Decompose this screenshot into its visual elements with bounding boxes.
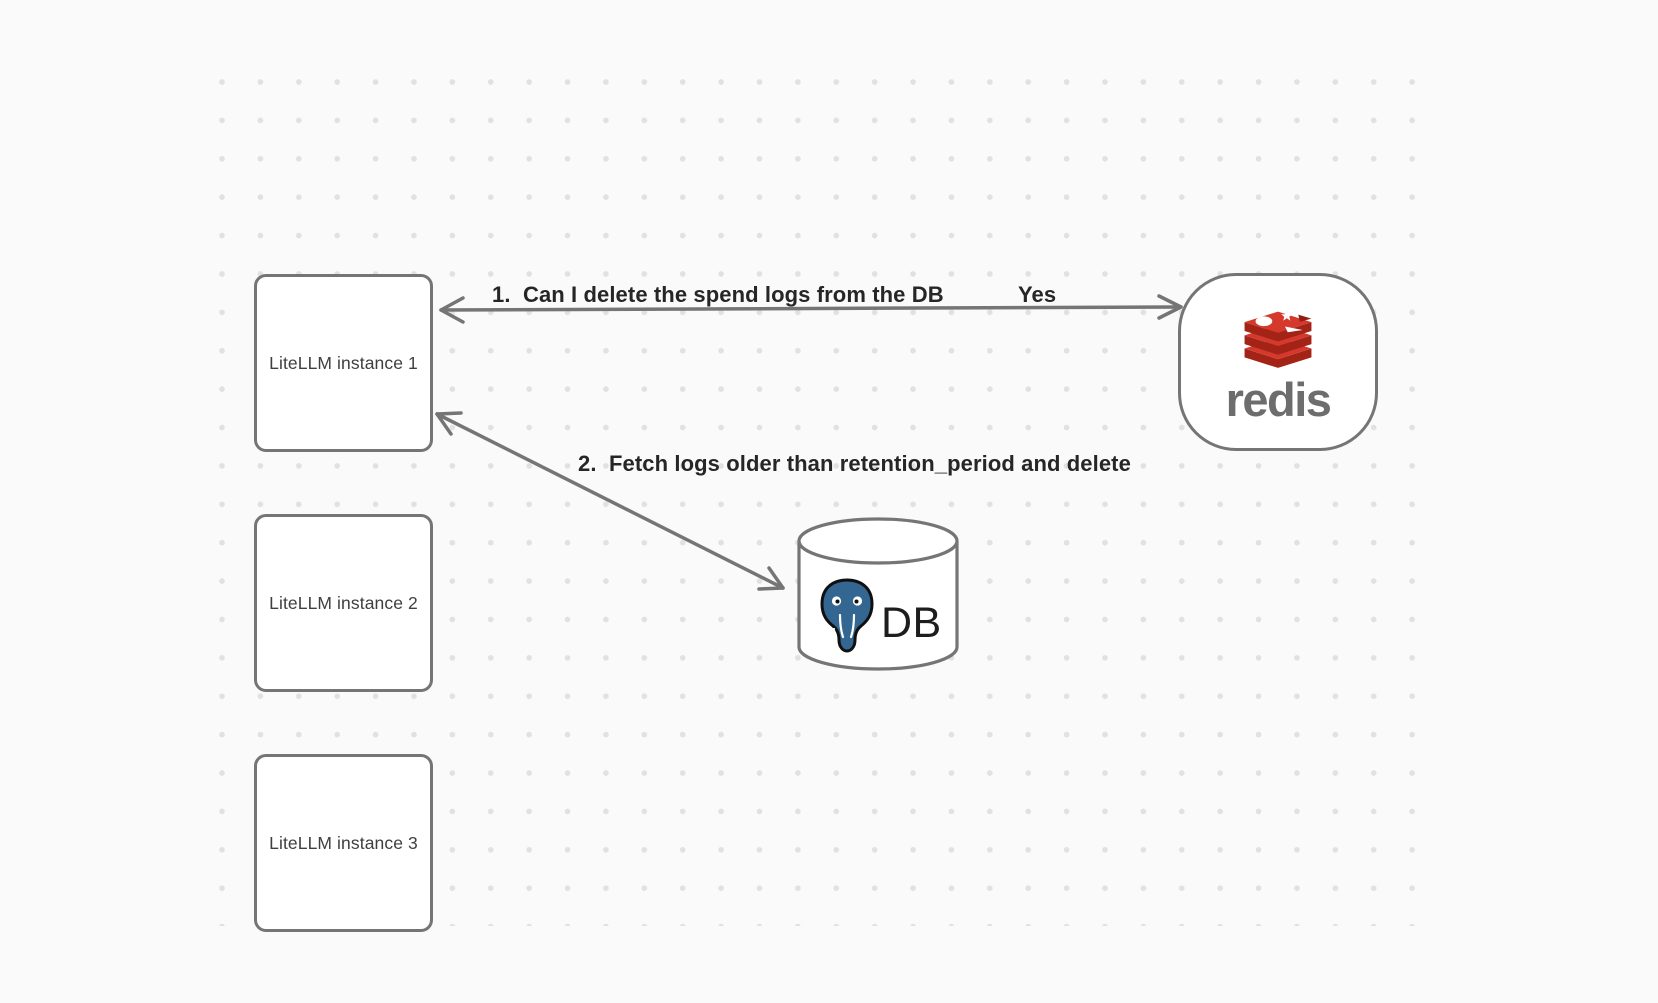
node-litellm-instance-3[interactable]: LiteLLM instance 3 [254, 754, 433, 932]
node-litellm-instance-1[interactable]: LiteLLM instance 1 [254, 274, 433, 452]
node-label: LiteLLM instance 2 [269, 592, 418, 613]
node-litellm-instance-2[interactable]: LiteLLM instance 2 [254, 514, 433, 692]
arrow-fetch-delete[interactable] [435, 411, 785, 591]
node-label: LiteLLM instance 3 [269, 832, 418, 853]
redis-wordmark: redis [1225, 372, 1332, 426]
arrow1-label: 1. Can I delete the spend logs from the … [492, 282, 944, 307]
node-redis[interactable]: redis [1178, 273, 1378, 451]
redis-logo-icon [1244, 309, 1312, 368]
arrow1-answer-label: Yes [1018, 282, 1057, 307]
postgresql-elephant-icon [820, 578, 874, 653]
arrow2-label: 2. Fetch logs older than retention_perio… [578, 451, 1131, 476]
database-cylinder [797, 517, 959, 671]
node-database[interactable]: DB [796, 515, 960, 675]
node-label: LiteLLM instance 1 [269, 352, 418, 373]
arrow-spend-logs-question[interactable] [439, 294, 1183, 324]
db-label: DB [881, 599, 942, 647]
